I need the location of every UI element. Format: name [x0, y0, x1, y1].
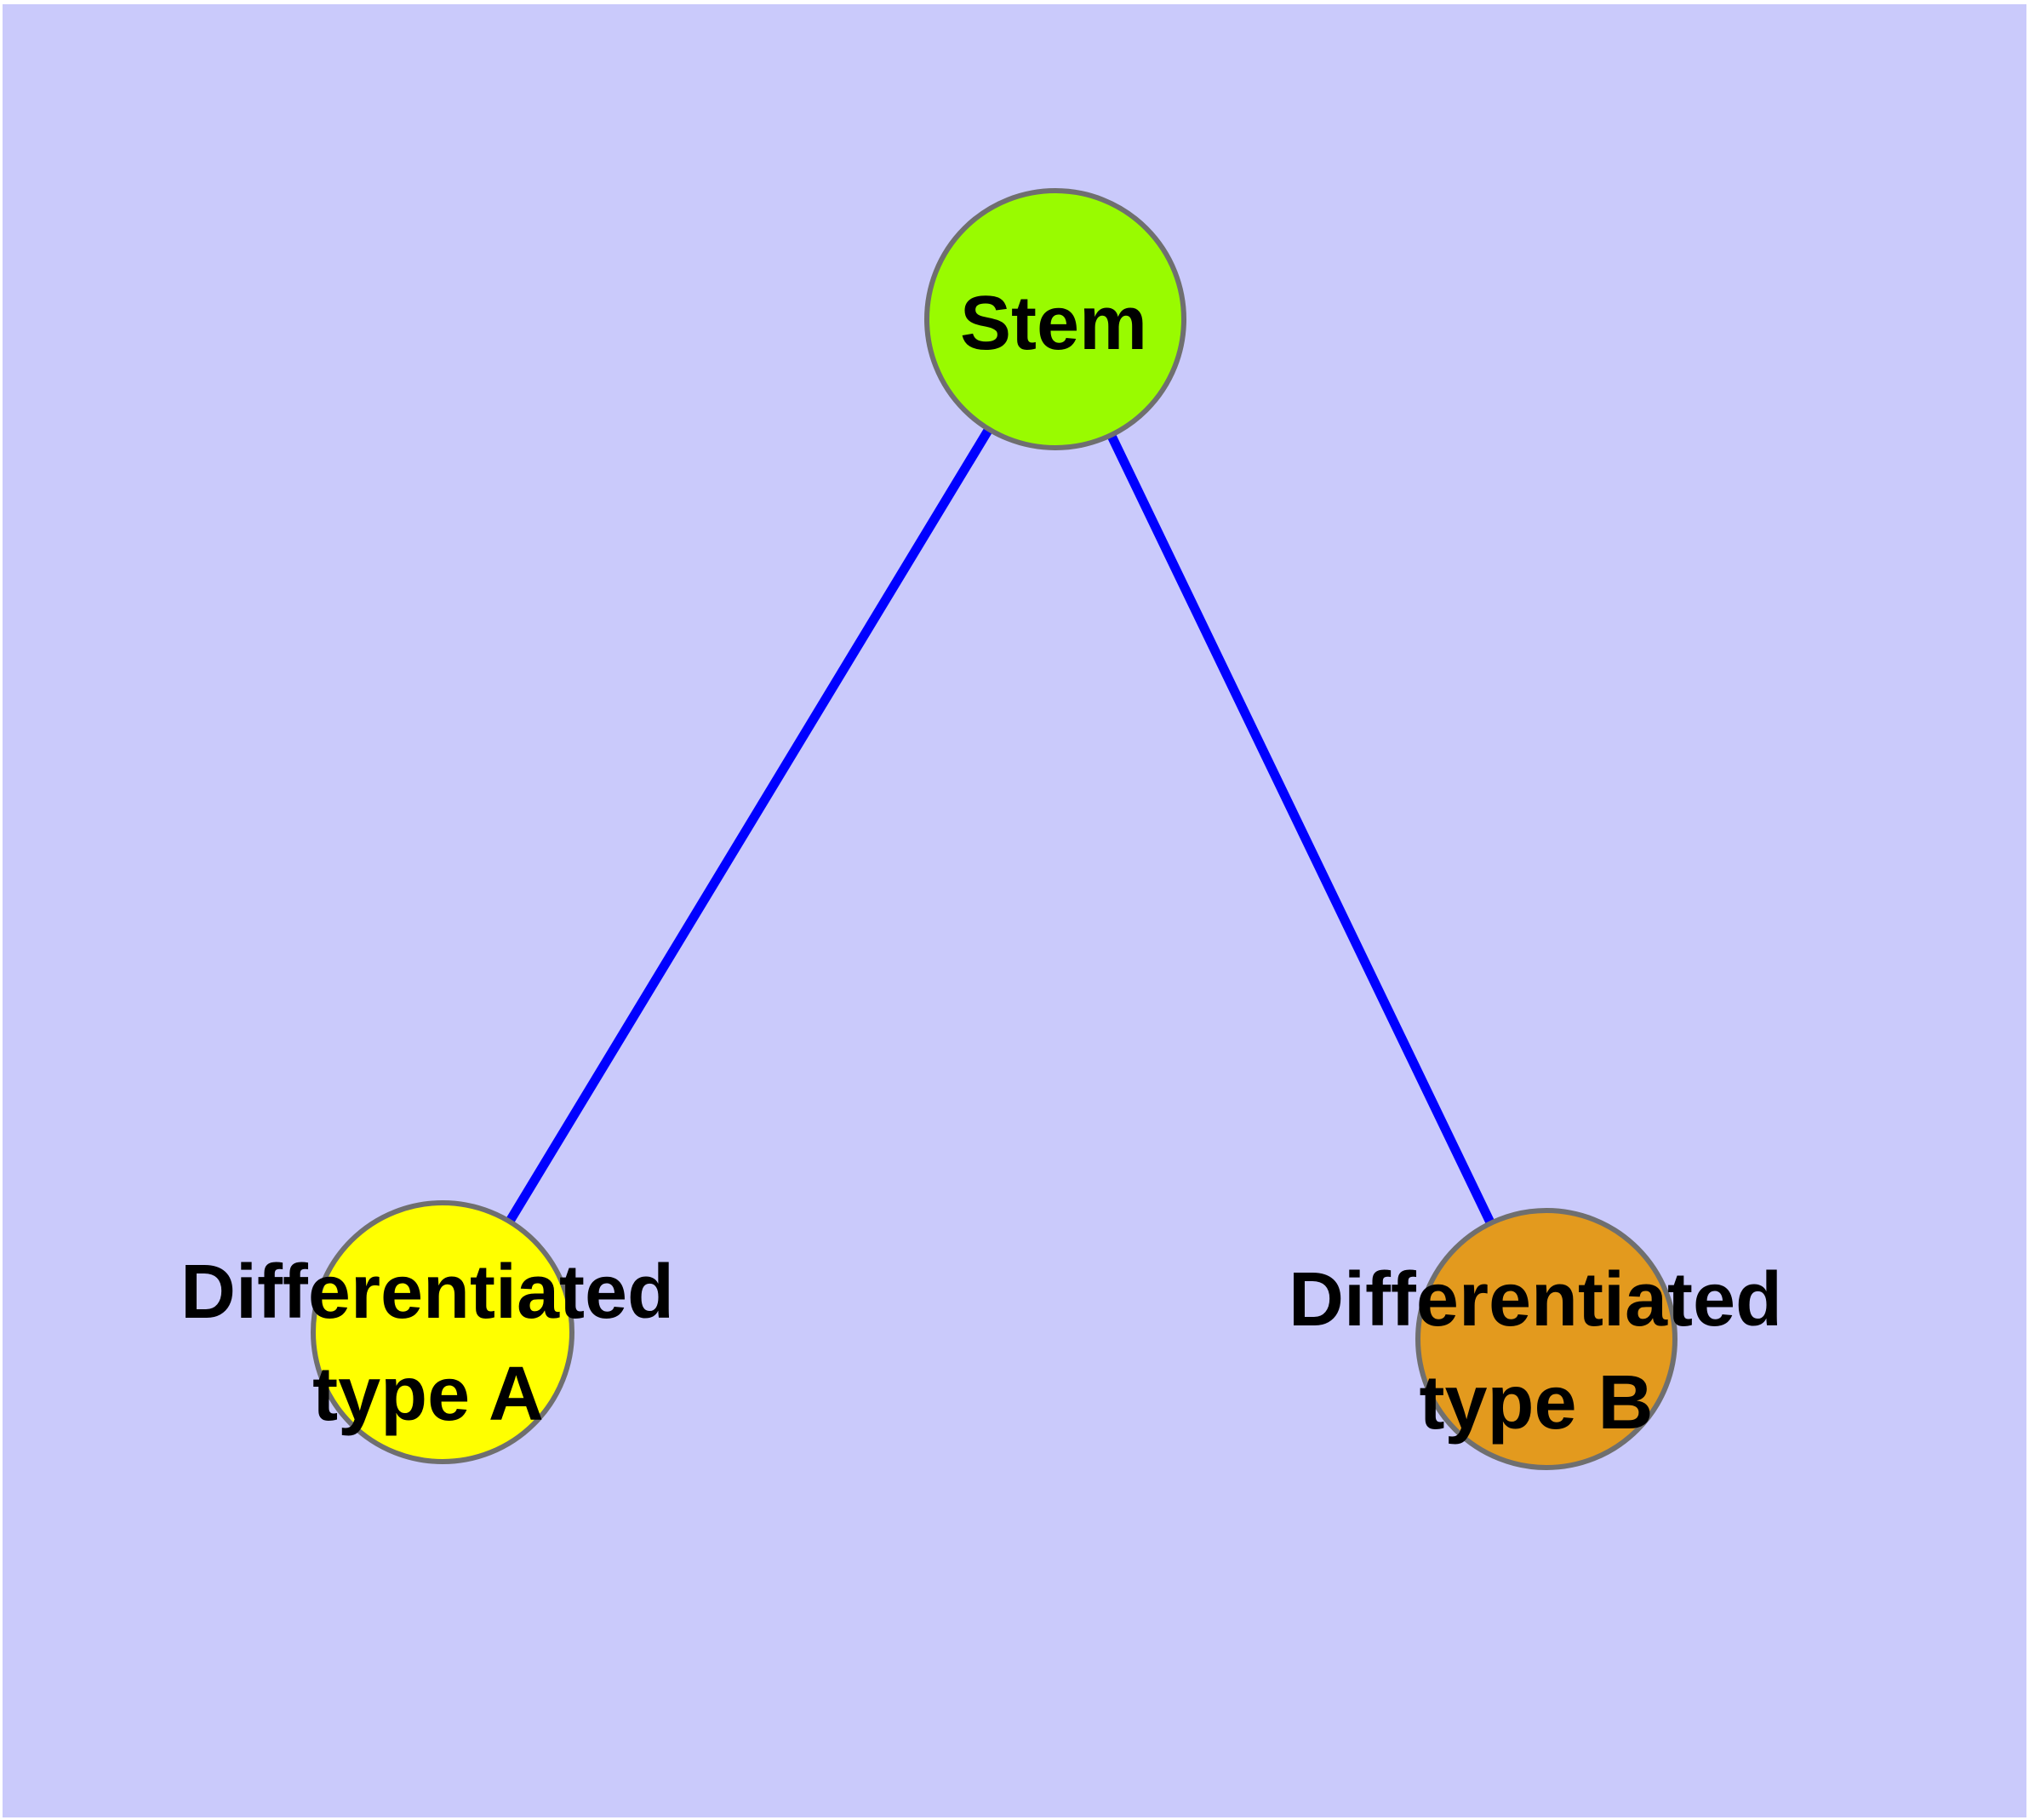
edge-stem-to-type-b — [1051, 317, 1551, 1342]
node-type-a — [311, 1200, 574, 1464]
node-stem — [924, 188, 1186, 450]
node-type-a-label-line2: type A — [312, 1352, 544, 1437]
node-type-b — [1415, 1208, 1677, 1470]
node-stem-label: Stem — [960, 281, 1147, 366]
edge-stem-to-type-a — [438, 317, 1060, 1335]
node-type-a-label-line1: Differentiated — [180, 1250, 674, 1335]
node-type-b-label-line2: type B — [1419, 1360, 1653, 1445]
node-type-b-label-line1: Differentiated — [1289, 1257, 1782, 1342]
